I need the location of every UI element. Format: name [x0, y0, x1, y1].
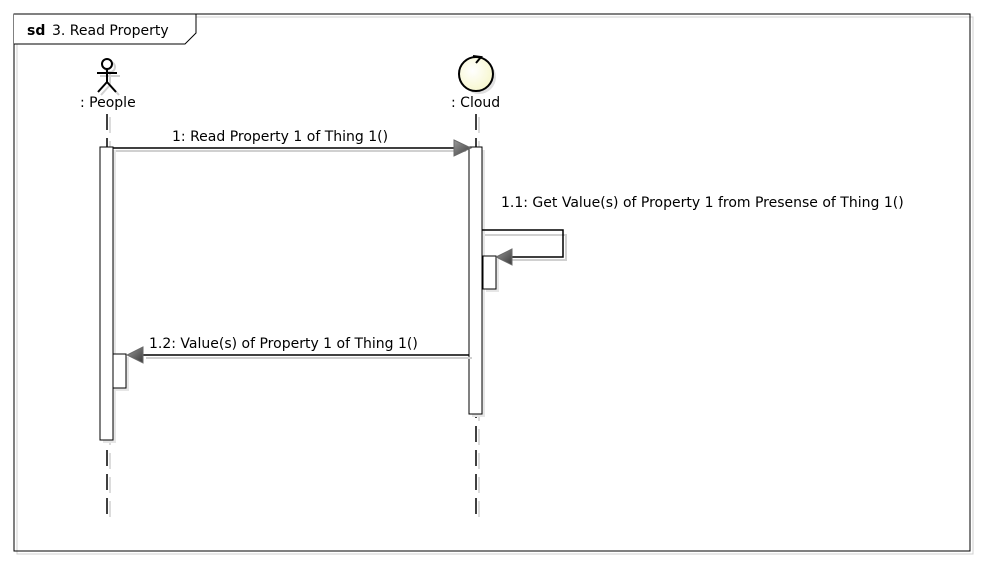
- activation-bar-cloud-nested: [482, 255, 497, 290]
- activation-bar-people: [99, 146, 114, 441]
- message-1-label: 1: Read Property 1 of Thing 1(): [172, 129, 388, 145]
- message-1-2: 1.2: Value(s) of Property 1 of Thing 1(): [125, 336, 472, 364]
- control-class-circle-icon: [458, 55, 496, 94]
- message-1-arrowhead-icon: [453, 139, 473, 157]
- message-1-1-arrowhead-icon: [494, 248, 513, 266]
- frame: sd 3. Read Property: [13, 13, 974, 555]
- message-1-2-arrowhead-icon: [125, 346, 144, 364]
- frame-title: 3. Read Property: [52, 23, 169, 39]
- message-1-1-label: 1.1: Get Value(s) of Property 1 from Pre…: [501, 195, 904, 211]
- lifeline-people-name: : People: [80, 95, 136, 111]
- activation-bar-cloud: [468, 146, 483, 415]
- frame-keyword: sd: [27, 23, 45, 39]
- actor-stick-figure-icon: [97, 58, 120, 96]
- message-1-1: 1.1: Get Value(s) of Property 1 from Pre…: [482, 195, 904, 266]
- lifeline-people: : People: [80, 58, 136, 518]
- message-1-2-label: 1.2: Value(s) of Property 1 of Thing 1(): [149, 336, 418, 352]
- message-1: 1: Read Property 1 of Thing 1(): [113, 129, 473, 157]
- lifeline-cloud: : Cloud: [451, 55, 500, 518]
- lifeline-cloud-name: : Cloud: [451, 95, 500, 111]
- frame-label-tab: [14, 13, 197, 45]
- activation-bar-people-nested: [112, 353, 127, 389]
